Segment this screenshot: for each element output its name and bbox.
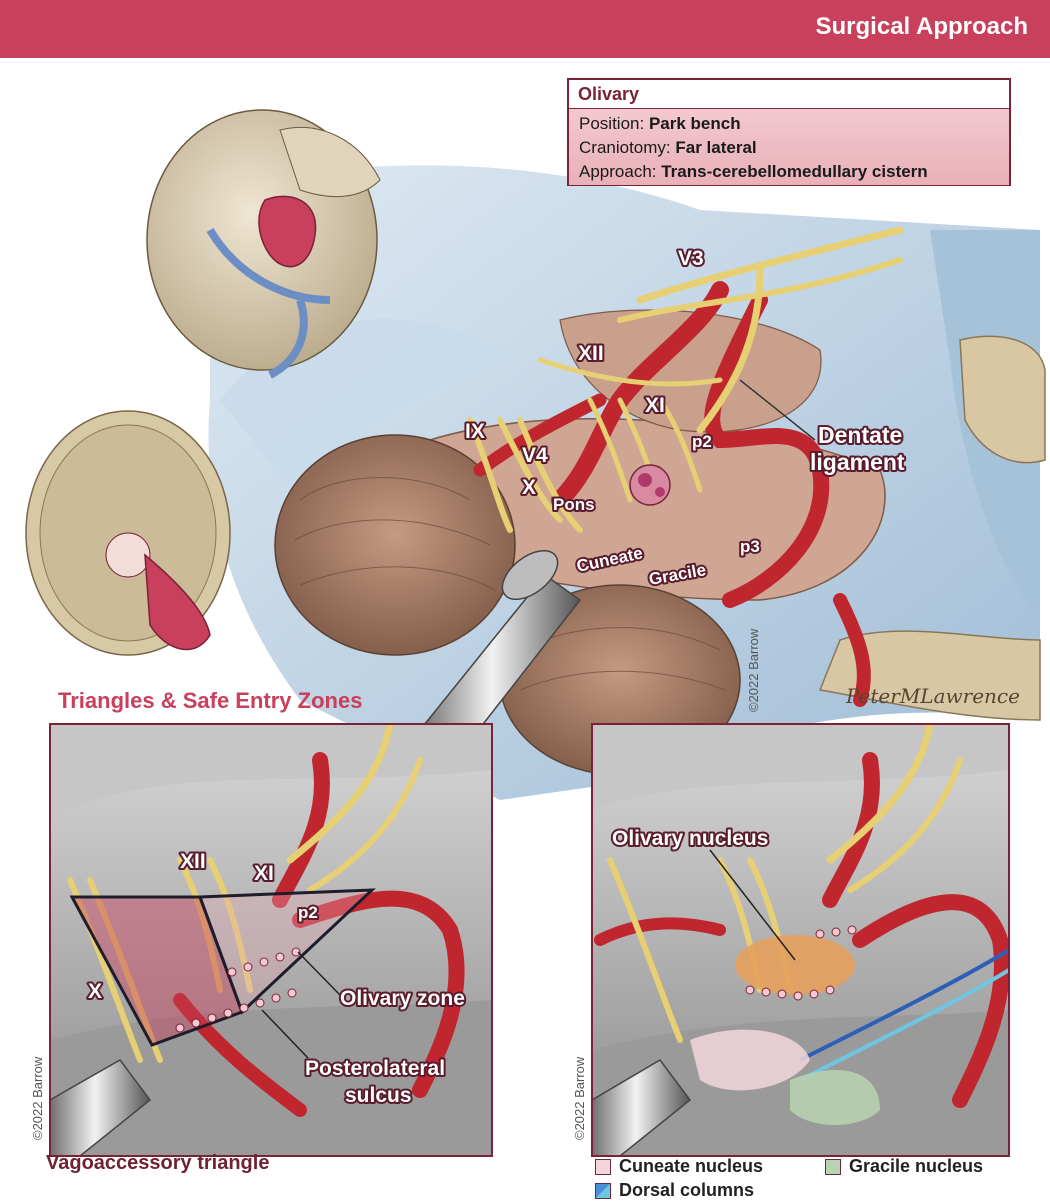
copyright-right: ©2022 Barrow	[572, 1056, 587, 1140]
info-row-craniotomy: Craniotomy: Far lateral	[579, 138, 757, 157]
label-dentate-line1: Dentate	[818, 422, 902, 448]
artist-signature: PeterMLawrence	[846, 684, 1020, 708]
label-v4: V4	[522, 444, 548, 467]
legend-swatch-gracile	[825, 1158, 841, 1175]
left-inset: XII XI p2 X Olivary zone Posterolateral …	[50, 724, 492, 1156]
label-ix: IX	[465, 420, 485, 443]
retractor-instrument	[418, 549, 582, 762]
right-inset: Olivary nucleus	[592, 724, 1009, 1156]
olivary-nucleus-region	[735, 935, 855, 995]
triangle-right-part	[197, 888, 376, 1015]
lesion	[629, 464, 671, 506]
left-label-olivary-zone: Olivary zone	[340, 987, 465, 1010]
legend-gracile: Gracile nucleus	[825, 1156, 983, 1177]
cerebellum-left	[274, 434, 516, 656]
skull-base-view	[25, 410, 231, 656]
info-heading: Olivary	[569, 80, 1009, 109]
label-pons: Pons	[553, 495, 595, 514]
skull-lateral-view	[146, 109, 381, 379]
dentate-pointer	[739, 379, 816, 441]
copyright-main: ©2022 Barrow	[746, 628, 761, 712]
banner-title: Surgical Approach	[815, 13, 1028, 40]
right-label-olivary-nucleus: Olivary nucleus	[612, 827, 768, 850]
right-inset-frame	[591, 723, 1010, 1157]
retractor-left-inset	[50, 1059, 152, 1156]
header-banner: Surgical Approach	[0, 0, 1050, 58]
bone-fragment	[959, 335, 1046, 464]
retractor-right-inset	[592, 1059, 692, 1156]
left-inset-frame	[49, 723, 493, 1157]
section-title: Triangles & Safe Entry Zones	[58, 688, 363, 713]
label-p2: p2	[692, 432, 712, 451]
info-row-position: Position: Park bench	[579, 114, 741, 133]
left-label-x: X	[88, 980, 102, 1003]
cuneate-region	[690, 1029, 810, 1091]
legend-label-cuneate: Cuneate nucleus	[619, 1156, 764, 1176]
label-xi: XI	[645, 394, 665, 417]
legend-cuneate: Cuneate nucleus	[595, 1156, 763, 1177]
info-body: Position: Park bench Craniotomy: Far lat…	[569, 109, 1009, 185]
left-label-xii: XII	[180, 850, 206, 873]
legend-dorsal: Dorsal columns	[595, 1180, 754, 1201]
gracile-region	[790, 1070, 880, 1125]
label-p3: p3	[740, 537, 760, 556]
info-row-approach: Approach: Trans-cerebellomedullary ciste…	[579, 162, 928, 181]
left-inset-caption: Vagoaccessory triangle	[46, 1152, 270, 1174]
label-x: X	[522, 476, 536, 499]
legend-label-dorsal: Dorsal columns	[619, 1180, 755, 1200]
bone-lower	[818, 630, 1041, 721]
copyright-left: ©2022 Barrow	[30, 1056, 45, 1140]
dorsal-column-line	[799, 948, 1009, 1062]
olivary-zone-dots	[175, 947, 301, 1033]
label-xii: XII	[578, 342, 604, 365]
nerves	[467, 226, 904, 533]
approach-info-box: Olivary Position: Park bench Craniotomy:…	[567, 78, 1011, 186]
left-label-p2: p2	[298, 903, 318, 922]
left-label-xi: XI	[254, 862, 274, 885]
left-label-posterolateral-line2: sulcus	[345, 1084, 412, 1107]
legend-label-gracile: Gracile nucleus	[849, 1156, 984, 1176]
label-dentate-line2: ligament	[810, 449, 905, 475]
legend-swatch-cuneate	[595, 1158, 611, 1175]
legend-swatch-dorsal	[595, 1182, 611, 1199]
left-label-posterolateral-line1: Posterolateral	[305, 1057, 445, 1080]
label-v3: V3	[678, 247, 704, 270]
